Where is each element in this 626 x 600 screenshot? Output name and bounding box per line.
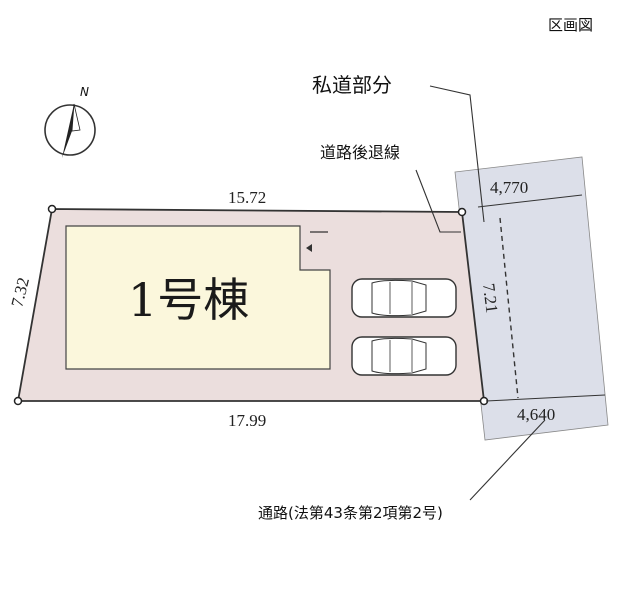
label-private-road: 私道部分	[312, 73, 392, 97]
label-setback-line: 道路後退線	[320, 143, 400, 162]
road-dim-line-bottom	[485, 394, 606, 402]
dim-road-bottom: 4,640	[517, 405, 555, 424]
dim-left: 7.32	[7, 276, 33, 309]
lot-corner	[47, 204, 57, 214]
entrance-arrow-icon	[306, 244, 312, 252]
building-footprint	[65, 225, 331, 370]
dim-top: 15.72	[228, 188, 266, 207]
dim-road-top: 4,770	[490, 178, 528, 197]
compass-label: N	[80, 85, 89, 99]
leader-road	[469, 419, 546, 501]
lot-corner	[457, 207, 467, 217]
leader-setback-line	[415, 169, 461, 233]
north-arrow-icon	[44, 103, 96, 158]
dim-bottom: 17.99	[228, 411, 266, 430]
label-road: 通路(法第43条第2項第2号)	[258, 504, 443, 522]
leader-private-road	[429, 85, 485, 223]
road-dim-line-top	[477, 194, 583, 208]
car-icon	[351, 278, 457, 318]
plan-title: 区画図	[548, 16, 593, 34]
setback-dashed-line	[499, 217, 519, 399]
car-icon	[351, 336, 457, 376]
dim-right: 7.21	[479, 282, 501, 314]
lot-corner	[13, 396, 23, 406]
building-name: 1号棟	[128, 273, 249, 327]
